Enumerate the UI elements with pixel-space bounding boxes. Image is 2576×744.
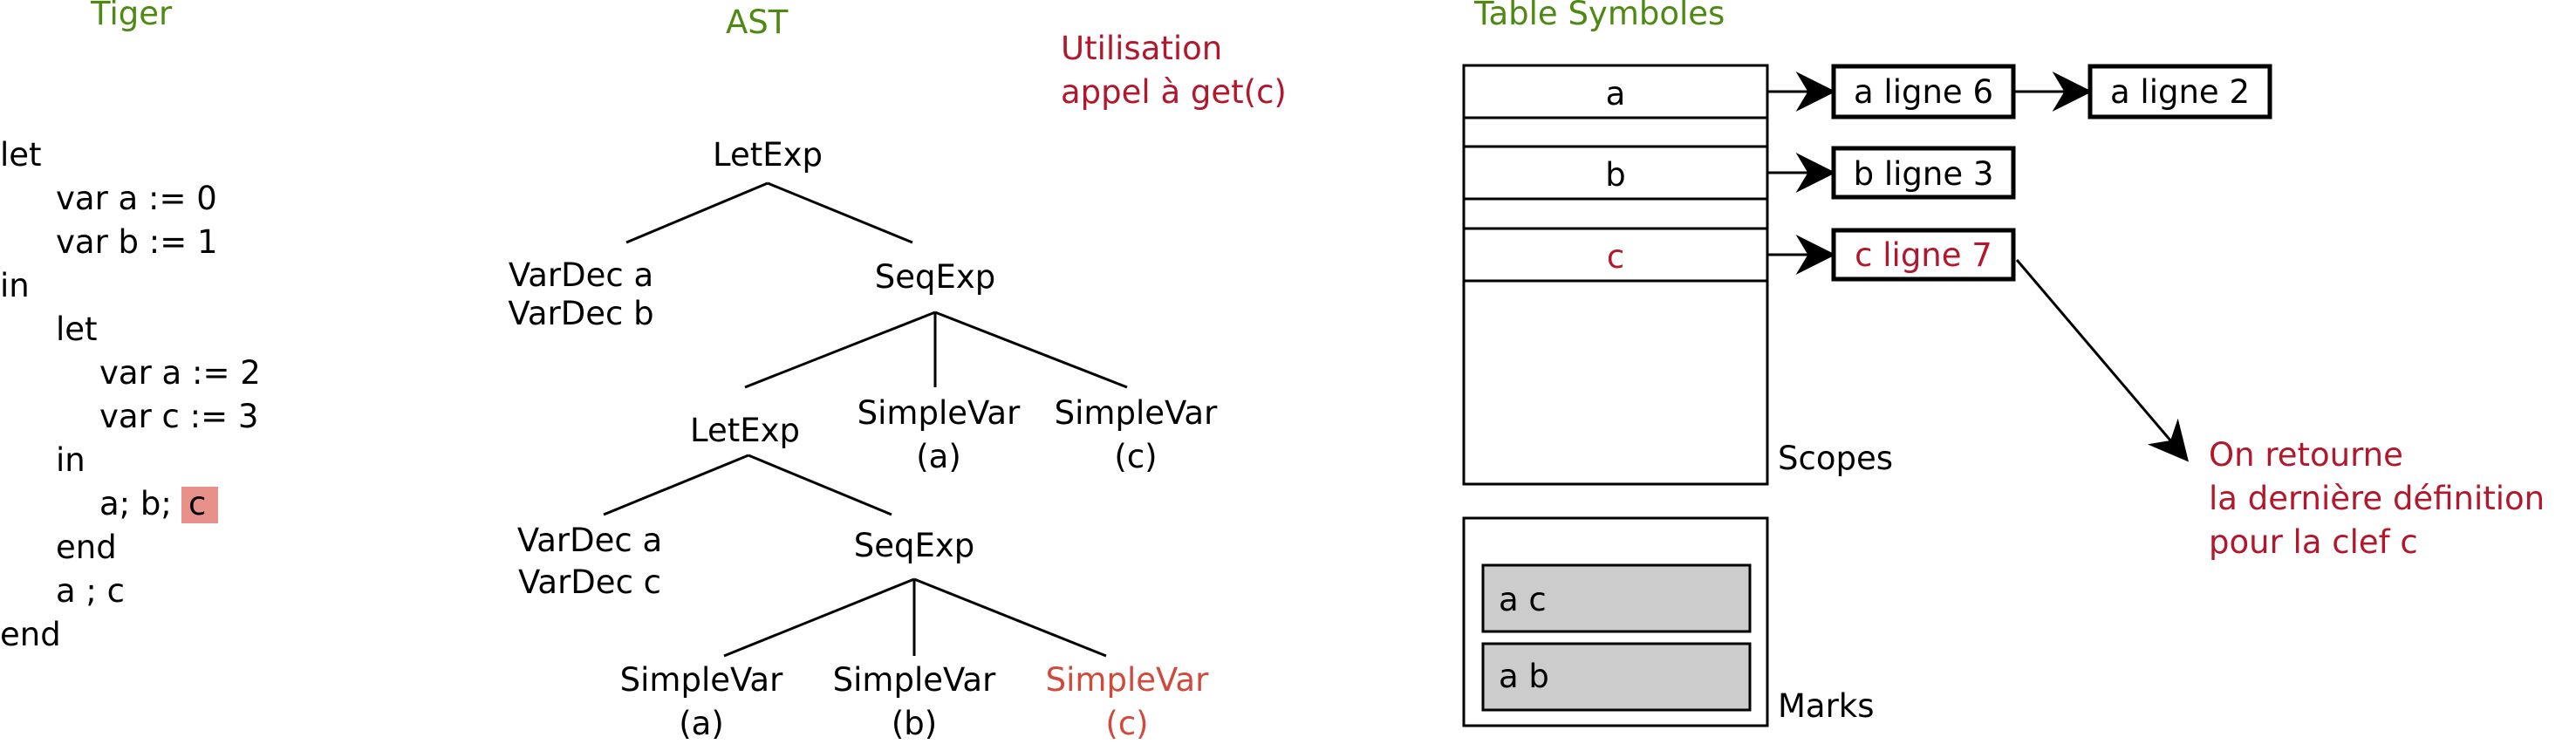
node-seqexp-top: SeqExp — [875, 258, 996, 296]
mark-box-a-c — [1481, 563, 1752, 633]
node-vardec-b: VarDec b — [508, 295, 653, 332]
node-simplevar-c-bottom: SimpleVar — [1046, 661, 1209, 699]
edge-let-seq — [767, 181, 913, 244]
edge-let-vardec — [625, 181, 769, 244]
edge-seqinner-simplevar-a — [723, 577, 915, 658]
mark-a-c: a c — [1499, 581, 1547, 618]
node-letexp-top: LetExp — [713, 136, 823, 174]
code-line-4: in — [0, 267, 30, 304]
edge-letinner-seq — [748, 454, 892, 516]
symbol-table-panel: Table Symboles a b c Scopes a ligne 6 a … — [1462, 0, 2545, 727]
marks-label: Marks — [1778, 687, 1875, 725]
node-simplevar-a-top-arg: (a) — [916, 438, 961, 475]
code-highlighted-token: c — [188, 485, 206, 522]
ast-title: AST — [726, 3, 789, 41]
node-simplevar-c-bottom-arg: (c) — [1105, 705, 1148, 742]
node-simplevar-b-bottom: SimpleVar — [833, 661, 996, 699]
code-line-9: a; b; — [99, 485, 172, 522]
edge-seq-simplevar-c — [934, 311, 1128, 389]
mark-box-a-b — [1481, 642, 1752, 712]
entry-b-ligne-3: b ligne 3 — [1854, 155, 1994, 193]
marks-stack: a c a b Marks — [1462, 516, 1875, 727]
code-line-11: a ; c — [56, 572, 125, 610]
scope-key-a: a — [1606, 75, 1626, 113]
node-simplevar-a-bottom: SimpleVar — [620, 661, 783, 699]
code-line-1: let — [0, 136, 42, 174]
node-simplevar-a-bottom-arg: (a) — [679, 705, 724, 742]
code-line-8: in — [56, 441, 85, 479]
node-simplevar-c-top: SimpleVar — [1055, 394, 1218, 432]
node-vardec-a: VarDec a — [509, 256, 653, 294]
result-note-line-1: On retourne — [2209, 436, 2403, 474]
ast-nodes: LetExp VarDec a VarDec b SeqExp LetExp S… — [508, 136, 1218, 742]
ast-edges — [603, 181, 1128, 658]
symbol-table-title: Table Symboles — [1473, 0, 1725, 32]
ast-note-line-2: appel à get(c) — [1061, 73, 1287, 111]
arrow-c-to-result — [2015, 259, 2189, 462]
scope-key-c: c — [1607, 238, 1624, 276]
code-line-7: var c := 3 — [99, 398, 258, 435]
code-line-5: let — [56, 311, 98, 348]
marks-frame — [1462, 516, 1769, 727]
edge-seqinner-simplevar-c — [913, 577, 1107, 658]
entry-box-a-6 — [1831, 64, 2016, 119]
node-simplevar-b-bottom-arg: (b) — [892, 705, 937, 742]
node-seqexp-inner: SeqExp — [854, 527, 975, 564]
scopes-frame — [1462, 64, 1769, 486]
edge-letinner-vardec — [603, 454, 749, 516]
code-line-2: var a := 0 — [56, 180, 217, 217]
node-simplevar-a-top: SimpleVar — [858, 394, 1021, 432]
node-letexp-inner: LetExp — [690, 412, 800, 449]
code-line-6: var a := 2 — [99, 354, 261, 392]
ast-note-line-1: Utilisation — [1061, 30, 1222, 67]
code-highlight — [181, 487, 218, 523]
node-vardec-a-inner: VarDec a — [517, 522, 662, 559]
node-vardec-c-inner: VarDec c — [518, 563, 661, 601]
symbol-arrows — [1767, 72, 2189, 462]
tiger-panel: Tiger let var a := 0 var b := 1 in let v… — [0, 0, 261, 653]
tiger-code: let var a := 0 var b := 1 in let var a :… — [0, 136, 261, 653]
entry-c-ligne-7: c ligne 7 — [1855, 236, 1992, 274]
result-note-line-3: pour la clef c — [2209, 523, 2418, 561]
code-line-10: end — [56, 529, 117, 566]
edge-seq-letinner — [744, 311, 936, 389]
code-line-12: end — [0, 616, 61, 653]
node-simplevar-c-top-arg: (c) — [1114, 438, 1157, 475]
scope-key-b: b — [1605, 156, 1626, 194]
code-line-3: var b := 1 — [56, 223, 218, 261]
entry-box-b-3 — [1831, 146, 2016, 200]
result-note-line-2: la dernière définition — [2209, 480, 2545, 517]
tiger-title: Tiger — [90, 0, 173, 32]
scopes-label: Scopes — [1778, 440, 1893, 477]
scopes-table: a b c Scopes — [1462, 64, 1893, 486]
entry-box-c-7 — [1831, 228, 2016, 282]
symbol-entries: a ligne 6 a ligne 2 b ligne 3 c ligne 7 — [1831, 64, 2272, 282]
entry-a-ligne-6: a ligne 6 — [1854, 73, 1993, 111]
ast-panel: AST Utilisation appel à get(c) LetExp Va… — [508, 3, 1286, 742]
mark-a-b: a b — [1499, 658, 1549, 695]
entry-a-ligne-2: a ligne 2 — [2110, 73, 2250, 111]
